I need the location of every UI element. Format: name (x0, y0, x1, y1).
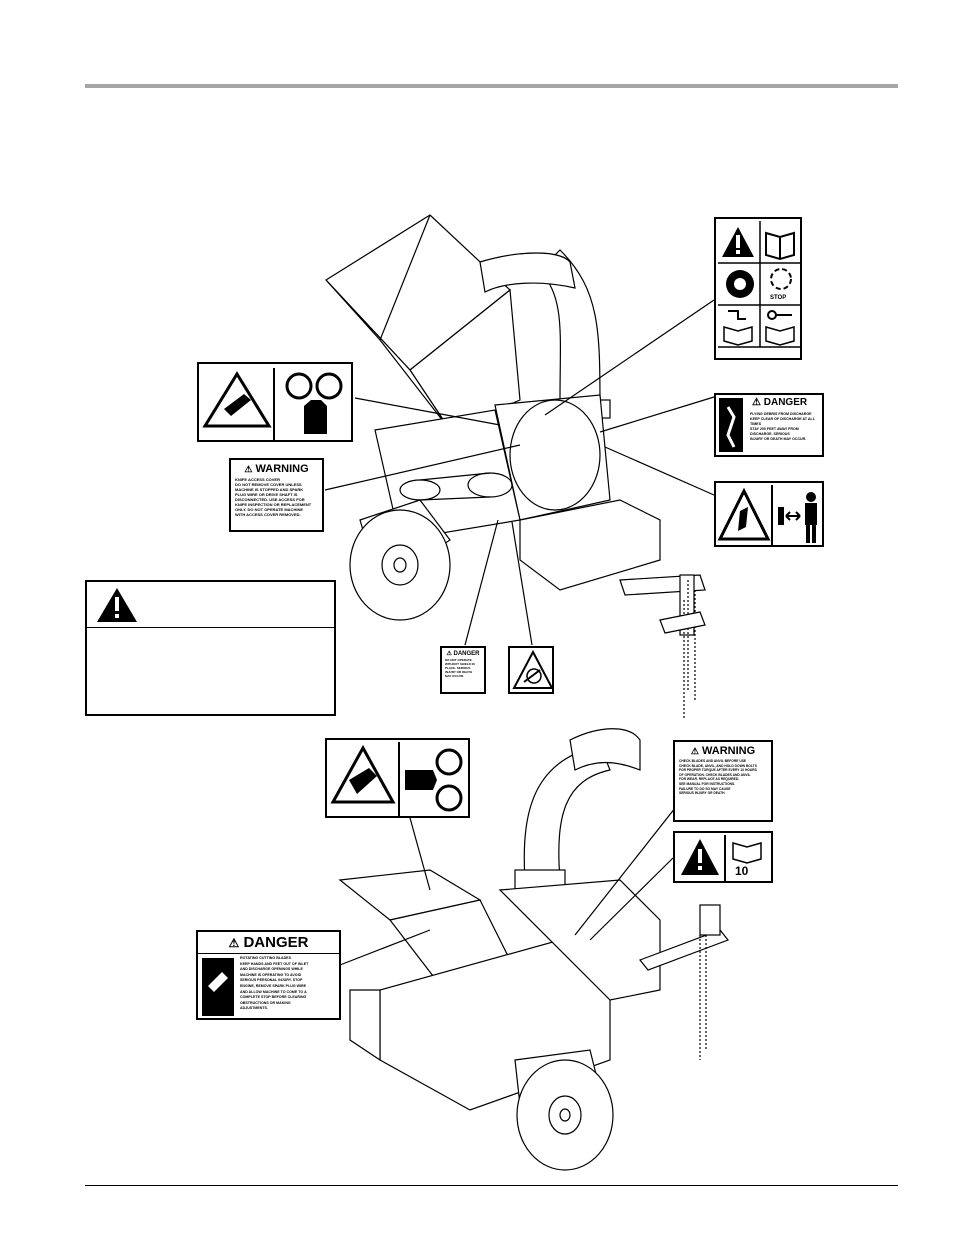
chipper-bottom-drawing (338, 728, 729, 1171)
warning-access-text: KNIFE ACCESS COVER DO NOT REMOVE COVER U… (235, 477, 312, 517)
rotating-rotor-icon (770, 268, 792, 290)
hand-blade-icon (202, 958, 234, 1016)
warning-blades-heading: WARNING (701, 745, 756, 757)
warning-access-cover-decal: ⚠ WARNING KNIFE ACCESS COVER DO NOT REMO… (229, 458, 324, 532)
danger-shield-decal: ⚠ DANGER DO NOT OPERATE WITHOUT SHIELD I… (440, 646, 486, 694)
read-manual-icon (765, 231, 795, 261)
bottom-rule (85, 1185, 898, 1186)
key-manual-icon (765, 310, 795, 346)
rotating-rotor-icon (512, 649, 554, 689)
face-debris-icon (726, 270, 754, 298)
danger-rotating-text: ROTATING CUTTING BLADES KEEP HANDS AND F… (240, 956, 309, 1011)
feed-hazard-decal (325, 738, 470, 818)
top-rule (85, 84, 898, 88)
hand-entanglement-icon (202, 368, 343, 440)
danger-discharge-decal: ⚠ DANGER FLYING DEBRIS FROM DISCHARGE KE… (714, 393, 824, 457)
flying-debris-icon (719, 398, 743, 452)
safety-alert-icon: ⚠ (446, 651, 452, 657)
safety-alert-icon: ⚠ (244, 464, 253, 474)
keep-distance-decal (714, 481, 824, 547)
warning-callout-box (85, 580, 336, 716)
stop-label: STOP (770, 295, 787, 301)
safety-alert-icon: ⚠ (690, 746, 699, 756)
warning-blades-text: CHECK BLADES AND ANVIL BEFORE USE CHECK … (679, 759, 757, 796)
danger-small-heading: DANGER (453, 651, 480, 657)
rotor-hazard-decal (508, 646, 554, 694)
danger-rotating-blades-decal: ⚠ DANGER ROTATING CUTTING BLADES KEEP HA… (196, 930, 341, 1020)
pictogram-grid-decal: STOP (714, 217, 802, 360)
manual-page-number: 10 (735, 864, 749, 878)
danger-small-text: DO NOT OPERATE WITHOUT SHIELD IN PLACE. … (445, 658, 475, 678)
entanglement-decal (197, 362, 353, 442)
safety-alert-icon: ⚠ (228, 936, 240, 950)
warning-blades-decal: ⚠ WARNING CHECK BLADES AND ANVIL BEFORE … (673, 740, 773, 822)
safety-alert-icon: ⚠ (752, 397, 761, 408)
chipper-top-drawing (325, 214, 706, 720)
manual-reference-decal: 10 (673, 831, 773, 883)
safety-alert-icon (97, 588, 137, 622)
danger-heading: DANGER (763, 397, 808, 408)
safety-alert-icon (722, 227, 754, 257)
warning-heading: WARNING (255, 463, 309, 475)
danger-discharge-text: FLYING DEBRIS FROM DISCHARGE KEEP CLEAR … (750, 412, 815, 441)
danger-rotating-heading: DANGER (243, 934, 309, 951)
unplug-icon (723, 310, 753, 346)
